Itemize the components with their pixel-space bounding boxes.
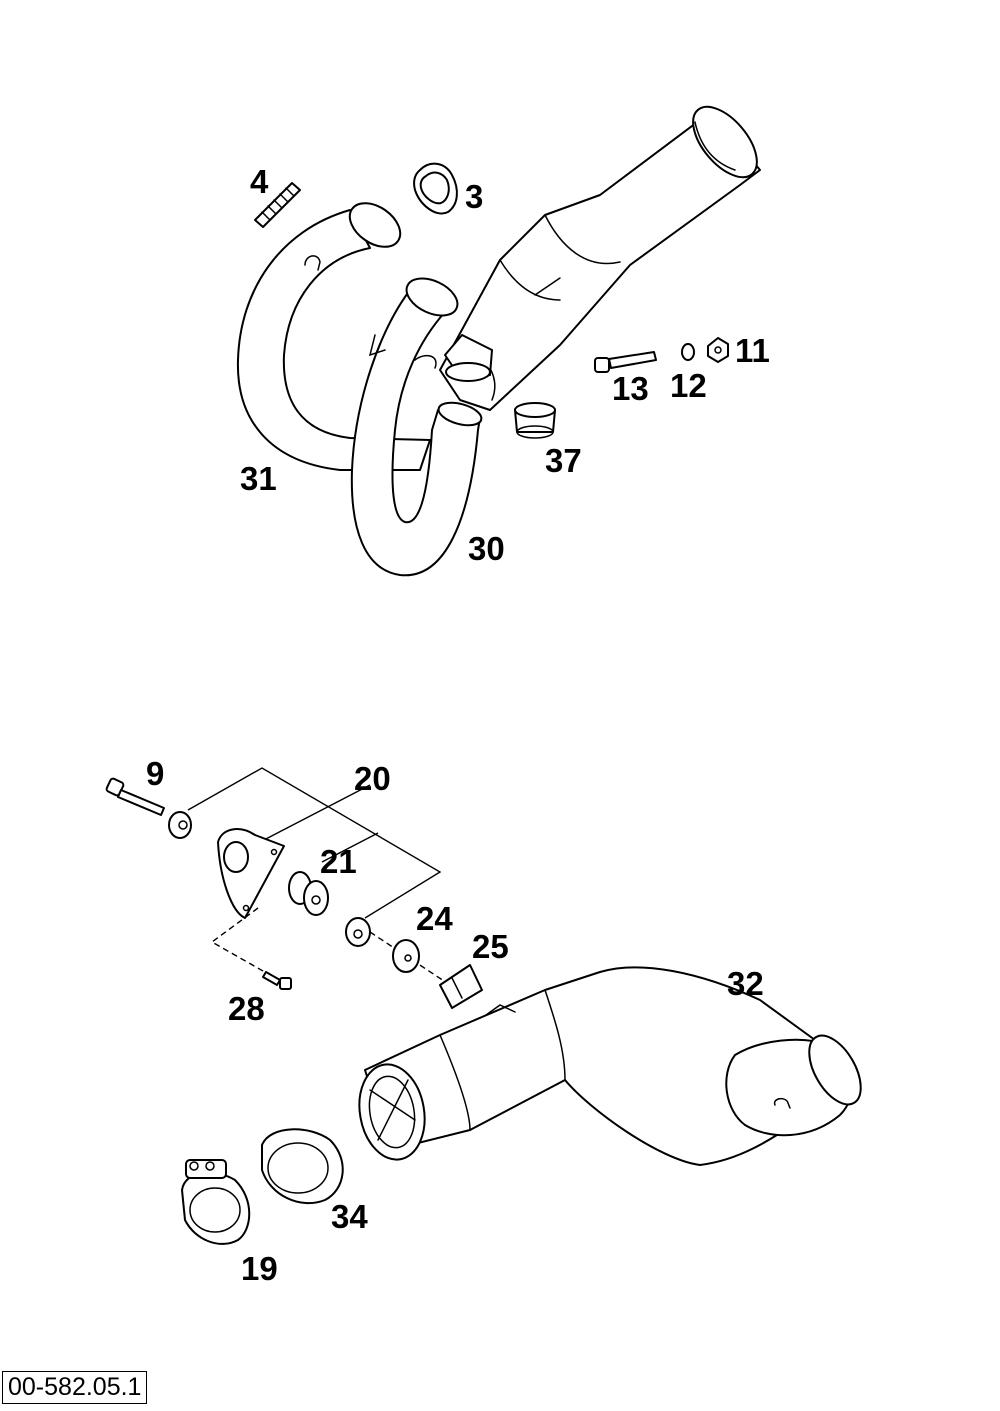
connector-sleeve <box>444 334 493 382</box>
nut-part-11 <box>707 337 729 363</box>
callout-19: 19 <box>241 1250 278 1287</box>
clamp-part-19 <box>181 1159 251 1245</box>
header-pipe-31 <box>236 202 431 471</box>
rear-silencer-32 <box>358 966 862 1166</box>
sleeve-part-34 <box>261 1128 344 1205</box>
callout-labels: 4 3 11 13 12 37 31 30 9 20 21 24 25 28 3… <box>146 163 770 1287</box>
callout-13: 13 <box>612 370 649 407</box>
callout-32: 32 <box>727 965 764 1002</box>
callout-21: 21 <box>320 843 357 880</box>
callout-24: 24 <box>416 900 453 937</box>
callout-34: 34 <box>331 1198 368 1235</box>
bracket-part-20 <box>217 828 285 919</box>
callout-9: 9 <box>146 755 164 792</box>
gasket-part <box>413 162 458 215</box>
callout-30: 30 <box>468 530 505 567</box>
document-id-label: 00-582.05.1 <box>2 1371 148 1404</box>
bolt-part-13 <box>594 351 657 373</box>
grommet-part-21 <box>288 871 329 916</box>
spacer-part <box>345 917 371 947</box>
callout-12: 12 <box>670 367 707 404</box>
front-silencer <box>439 105 761 411</box>
callout-31: 31 <box>240 460 277 497</box>
sleeve-part-37 <box>514 402 556 439</box>
callout-4: 4 <box>250 163 269 200</box>
clip-part-25 <box>439 964 483 1009</box>
spring-part <box>254 182 301 228</box>
washer-part-24 <box>392 939 420 973</box>
leader-lines <box>187 767 451 986</box>
washer-part-12 <box>681 343 695 361</box>
callout-3: 3 <box>465 178 483 215</box>
callout-28: 28 <box>228 990 265 1027</box>
header-pipe-30 <box>350 277 483 577</box>
bolt-part-9 <box>105 777 165 816</box>
callout-20: 20 <box>354 760 391 797</box>
screw-part-28 <box>262 971 292 990</box>
callout-37: 37 <box>545 442 582 479</box>
bushing-part <box>168 811 192 839</box>
callout-11: 11 <box>735 332 770 369</box>
callout-25: 25 <box>472 928 509 965</box>
